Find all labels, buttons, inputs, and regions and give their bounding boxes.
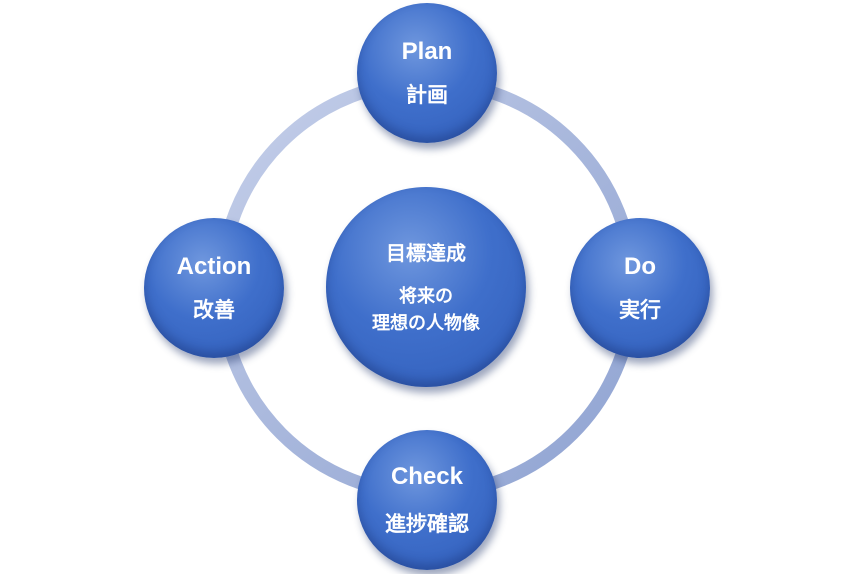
check-label-ja: 進捗確認	[385, 511, 469, 536]
goal-title: 目標達成	[386, 241, 466, 266]
plan-label: Plan	[401, 38, 453, 65]
do-label: Do	[624, 253, 656, 280]
do-label-ja: 実行	[619, 297, 661, 322]
goal-subtitle-line2: 理想の人物像	[372, 312, 480, 334]
goal-node: 目標達成 将来の 理想の人物像	[326, 187, 526, 387]
plan-node: Plan 計画	[357, 3, 497, 143]
action-label: Action	[176, 253, 252, 280]
plan-label-ja: 計画	[406, 82, 448, 107]
check-label: Check	[390, 463, 464, 490]
action-label-ja: 改善	[193, 297, 235, 322]
goal-subtitle: 将来の 理想の人物像	[372, 284, 480, 336]
do-node: Do 実行	[570, 218, 710, 358]
check-node: Check 進捗確認	[357, 430, 497, 570]
goal-subtitle-line1: 将来の	[399, 286, 453, 308]
action-node: Action 改善	[144, 218, 284, 358]
